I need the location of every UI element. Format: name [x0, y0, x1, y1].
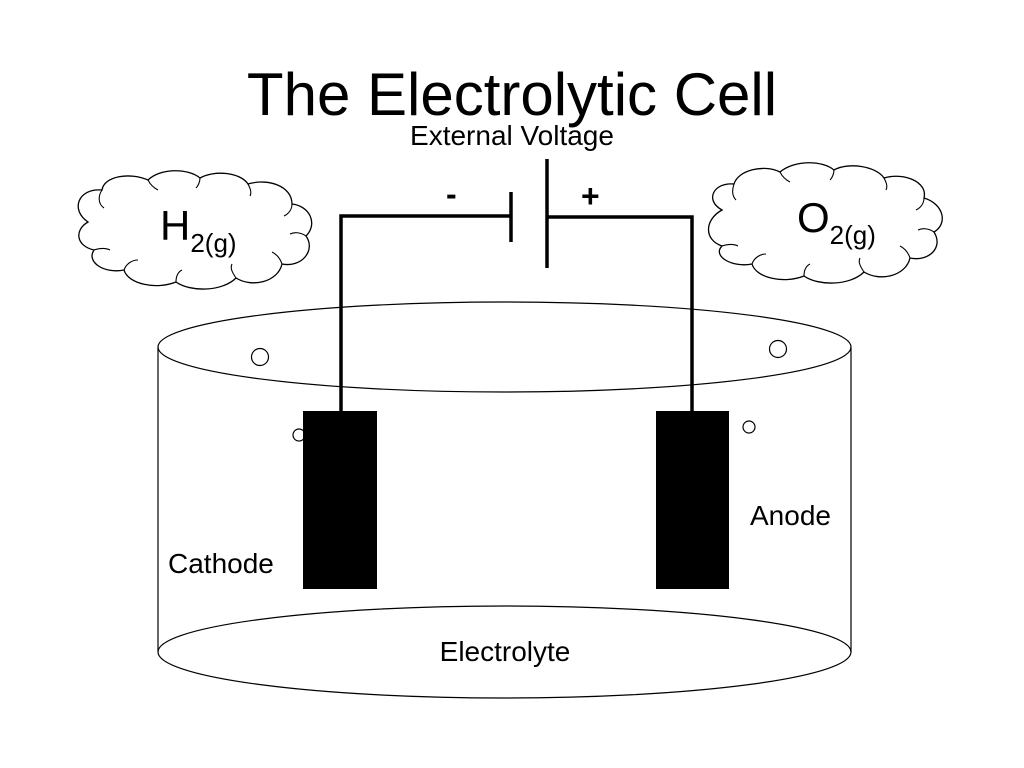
cloud-right-detail	[721, 169, 935, 277]
cathode-label: Cathode	[168, 548, 274, 579]
cloud-right-shape	[707, 162, 943, 284]
hydrogen-gas-label: H2(g)	[160, 202, 237, 257]
oxygen-subscript: 2(g)	[829, 220, 876, 250]
oxygen-symbol: O	[797, 194, 830, 241]
bubble	[250, 347, 270, 367]
bubble	[768, 339, 788, 359]
hydrogen-symbol: H	[160, 202, 191, 249]
anode-electrode	[656, 411, 729, 589]
beaker-top-rim	[157, 301, 852, 393]
anode-label: Anode	[750, 500, 831, 531]
cloud-left-detail	[93, 177, 307, 283]
wire-positive	[547, 215, 694, 411]
positive-terminal-sign: +	[581, 178, 600, 214]
hydrogen-subscript: 2(g)	[190, 228, 237, 258]
bubble	[742, 420, 756, 434]
electrolyte-label: Electrolyte	[439, 636, 571, 667]
oxygen-gas-label: O2(g)	[797, 194, 876, 249]
external-voltage-label: External Voltage	[410, 120, 614, 151]
cathode-electrode	[303, 411, 377, 589]
negative-terminal-sign: -	[446, 176, 457, 212]
page-title: The Electrolytic Cell	[246, 61, 778, 128]
beaker-bottom	[157, 605, 852, 699]
wire-negative	[339, 214, 511, 411]
